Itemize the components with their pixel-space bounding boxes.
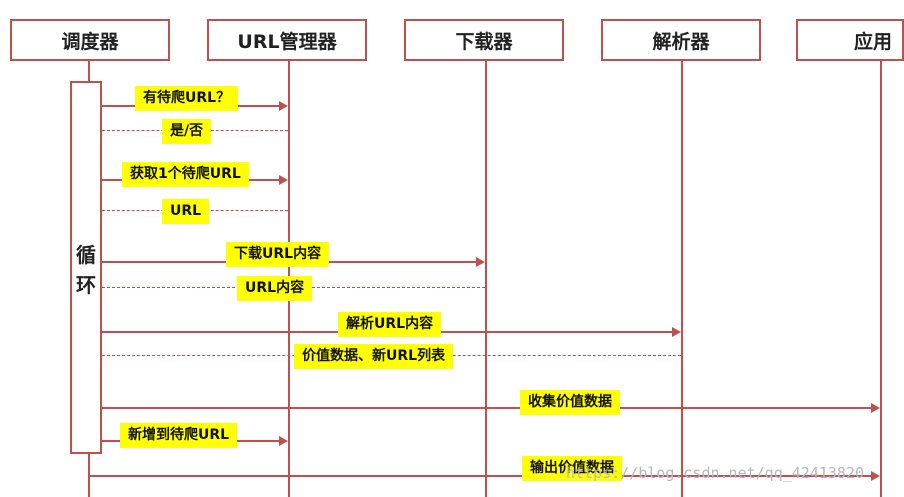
lifeline-downloader — [485, 61, 487, 497]
actor-downloader: 下载器 — [404, 19, 564, 61]
arrow-output — [88, 470, 880, 482]
message-label-url-content: URL内容 — [237, 276, 313, 301]
lifeline-parser — [681, 61, 683, 497]
message-label-parse: 解析URL内容 — [338, 312, 442, 337]
actor-application: 应用 — [796, 19, 904, 61]
watermark: https://blog.csdn.net/qq_42413820 — [566, 464, 865, 482]
message-label-download: 下载URL内容 — [226, 242, 330, 267]
actor-parser: 解析器 — [601, 19, 761, 61]
lifeline-application — [880, 61, 882, 497]
message-label-collect: 收集价值数据 — [520, 390, 620, 415]
arrow-collect — [102, 402, 880, 414]
loop-label-char-2: 环 — [76, 273, 96, 297]
loop-activation-box — [70, 81, 102, 454]
message-label-get-url: 获取1个待爬URL — [122, 162, 249, 187]
actor-scheduler: 调度器 — [10, 19, 170, 61]
message-label-yes-no: 是/否 — [162, 119, 212, 144]
message-label-data-urls: 价值数据、新URL列表 — [294, 344, 454, 369]
loop-label-char-1: 循 — [76, 243, 96, 267]
message-label-add-url: 新增到待爬URL — [120, 423, 238, 448]
actor-url-manager: URL管理器 — [207, 19, 367, 61]
message-label-output: 输出价值数据 — [522, 456, 622, 481]
message-label-url: URL — [162, 199, 210, 224]
message-label-has-url: 有待爬URL？ — [135, 86, 239, 111]
